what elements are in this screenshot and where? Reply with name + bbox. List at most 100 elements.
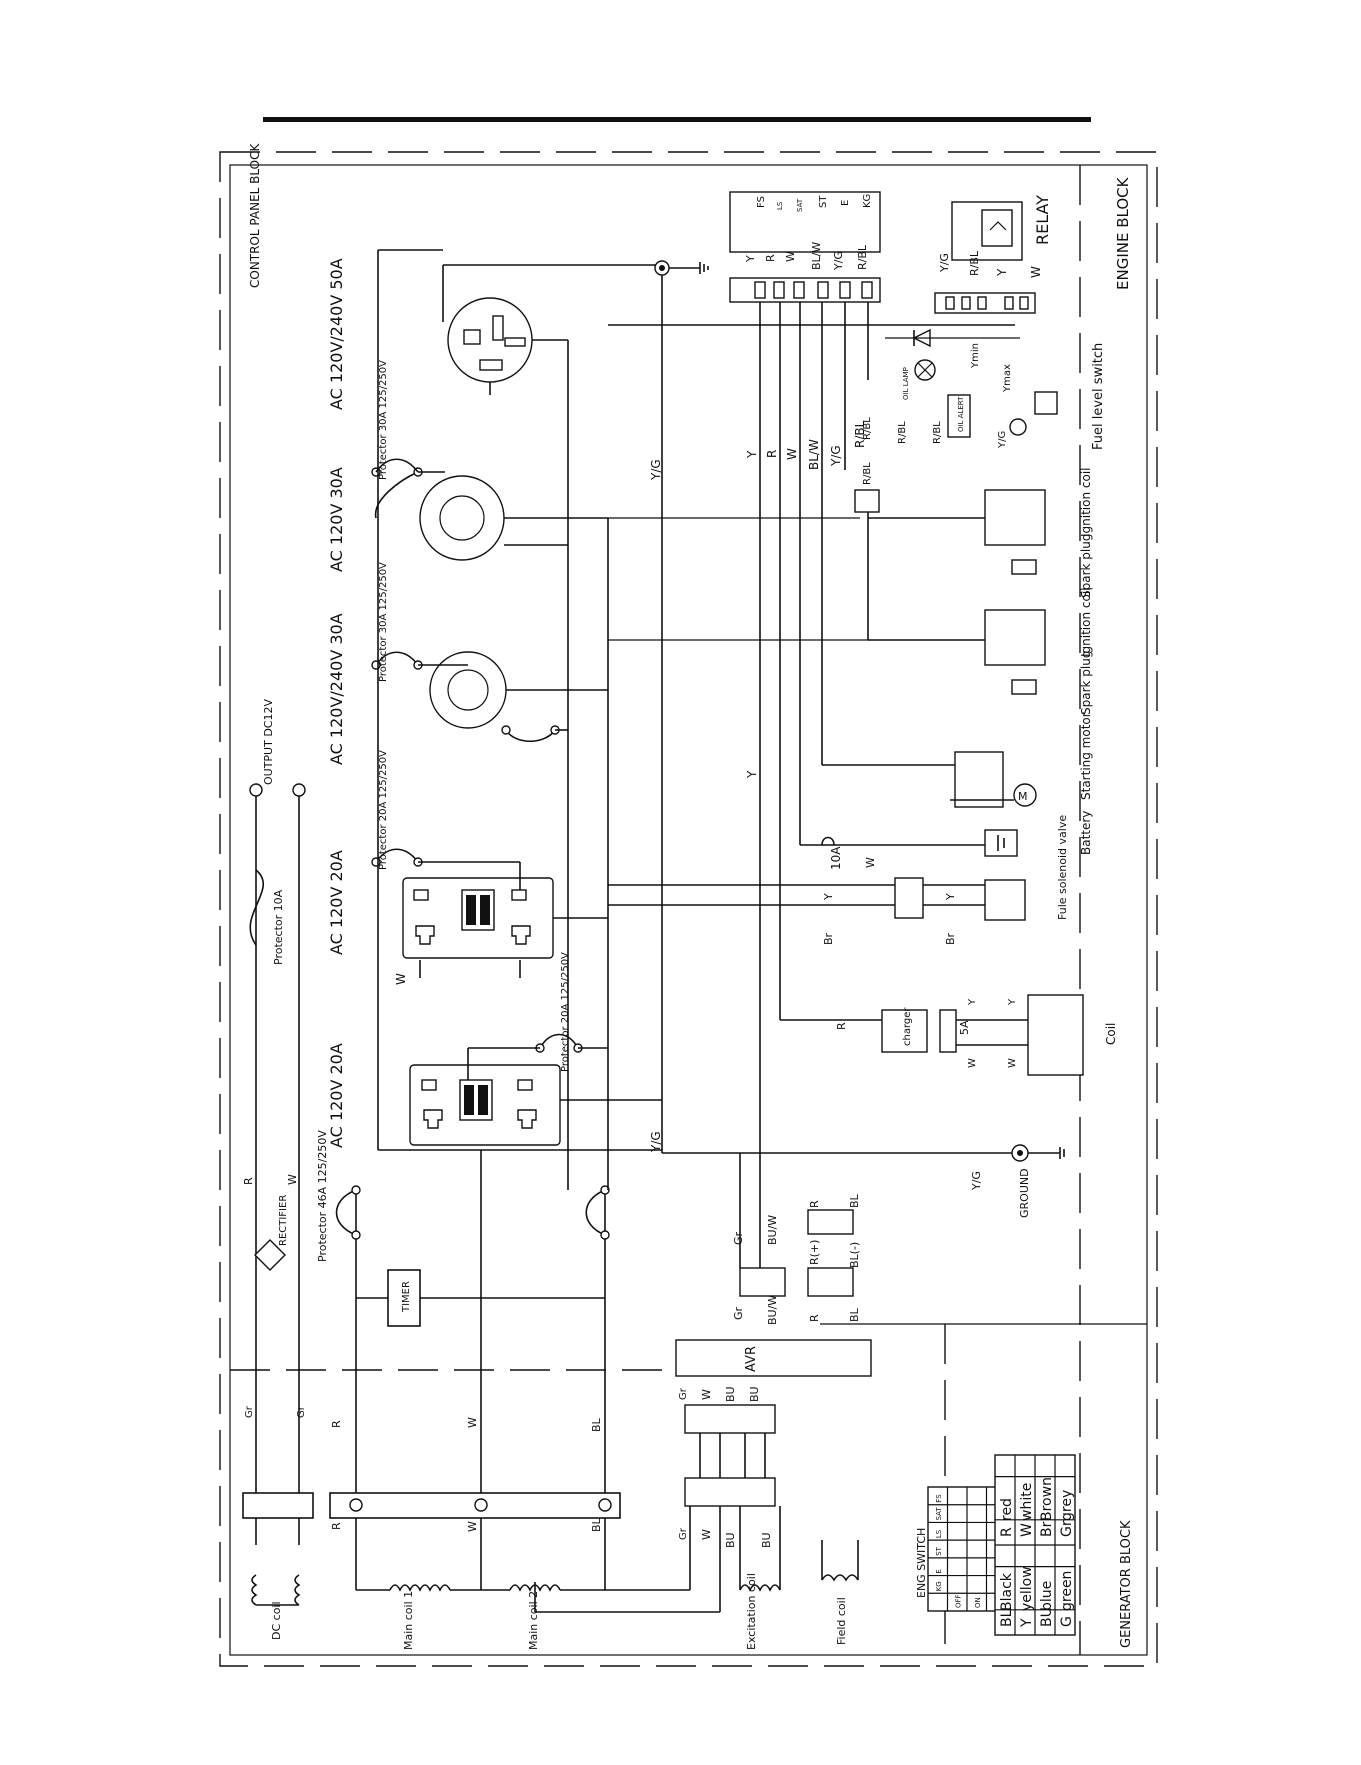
fuse-10a bbox=[821, 836, 835, 846]
avr-connector-1 bbox=[739, 1267, 786, 1297]
excitation-coil bbox=[739, 1584, 781, 1592]
wire-label-w-batt: W bbox=[864, 857, 877, 868]
protector-46a-label: Protector 46A 125/250V bbox=[316, 1130, 329, 1262]
wire-label-bl-gen: BL bbox=[590, 1517, 603, 1532]
wire-label-bu-x4: BU bbox=[760, 1532, 773, 1548]
legend-name-yellow: yellow bbox=[1019, 1566, 1035, 1611]
spark-plug-2 bbox=[1011, 679, 1037, 695]
avr-lower-connector bbox=[684, 1404, 776, 1434]
main-coil-2-label: Main coil 2 bbox=[527, 1591, 540, 1650]
fuel-solenoid-connector bbox=[894, 877, 924, 919]
legend-code-y: Y bbox=[1019, 1618, 1035, 1628]
legend-name-green: green bbox=[1059, 1571, 1075, 1611]
legend-name-grey: grey bbox=[1059, 1490, 1075, 1521]
ignition-coil-2-label: Ignition coil bbox=[1079, 587, 1093, 657]
dc-coil-label: DC coil bbox=[270, 1601, 283, 1640]
wire-label-w-x2: W bbox=[700, 1529, 713, 1540]
field-coil-label: Field coil bbox=[835, 1597, 848, 1645]
wire-label-rbl-oil3: R/BL bbox=[862, 417, 873, 440]
wire-label-blminus: BL(-) bbox=[848, 1242, 861, 1268]
dc-output-terminal-1 bbox=[249, 783, 263, 797]
eng-switch-col-st: ST bbox=[935, 1546, 943, 1555]
control-panel-block-label: CONTROL PANEL BLOCK bbox=[248, 143, 262, 288]
protector-20a-2-label: Protector 20A 125/250V bbox=[560, 952, 571, 1072]
excitation-coil-label: Excitation coil bbox=[745, 1573, 758, 1650]
legend-code-bl: BL bbox=[999, 1609, 1015, 1627]
wire-label-gr-avr: Gr bbox=[732, 1231, 745, 1245]
wire-label-w-main: W bbox=[466, 1417, 479, 1428]
protector-46a-arc-2 bbox=[585, 1189, 606, 1236]
wire-label-yg-lower: Y/G bbox=[649, 1131, 663, 1153]
switch-term-kg: KG bbox=[862, 194, 873, 208]
switch-term-e: E bbox=[840, 200, 851, 206]
wire-label-r-avr: R bbox=[808, 1314, 821, 1322]
outer-frame bbox=[219, 151, 1158, 1667]
oil-lamp-label: OIL LAMP bbox=[902, 367, 910, 400]
eng-switch-col-kg: KG bbox=[935, 1581, 943, 1591]
wire-label-y-sol: Y bbox=[822, 893, 835, 901]
protector-30a-2 bbox=[375, 651, 419, 666]
wire-label-w-relay: W bbox=[1029, 266, 1043, 278]
eng-switch-title: ENG SWITCH bbox=[915, 1528, 928, 1598]
starting-motor bbox=[1013, 783, 1037, 807]
ymax-label: Ymax bbox=[1002, 364, 1013, 393]
switch-connector-pins bbox=[754, 281, 873, 299]
starting-motor-relay bbox=[954, 751, 1004, 808]
wire-label-rbl-relay: R/BL bbox=[968, 250, 981, 276]
starting-motor-label: Starting motor bbox=[1079, 712, 1093, 800]
ignition-coil-2 bbox=[984, 609, 1046, 666]
wire-label-yg-ground: Y/G bbox=[970, 1171, 983, 1191]
legend-name-black: Black bbox=[999, 1572, 1015, 1611]
dc-coil-1 bbox=[251, 1574, 258, 1606]
ignition-coil-1-label: Ignition coil bbox=[1079, 467, 1093, 537]
outlet-30a-120v[interactable] bbox=[419, 475, 505, 561]
excitation-connector bbox=[684, 1477, 776, 1507]
spark-plug-1-label: Spark plug bbox=[1079, 534, 1093, 598]
fuse-5a-label: 5A bbox=[958, 1020, 971, 1035]
switch-connector bbox=[729, 277, 881, 303]
switch-terminal-labels bbox=[729, 191, 881, 253]
charger-box bbox=[881, 1009, 928, 1053]
wire-label-rbl-oil4: R/BL bbox=[862, 462, 873, 485]
oil-alert-ground bbox=[1009, 418, 1027, 436]
wire-label-rbl-run: R/BL bbox=[853, 420, 867, 448]
wire-label-r-sw: R bbox=[764, 254, 777, 262]
wire-label-w-x1: W bbox=[700, 1389, 713, 1400]
wire-label-bu-x1: BU bbox=[724, 1386, 737, 1402]
avr-box bbox=[675, 1339, 872, 1377]
main-coil-1-label: Main coil 1 bbox=[402, 1591, 415, 1650]
outlet-30a-label: AC 120V 30A bbox=[327, 467, 346, 572]
ground-label: GROUND bbox=[1018, 1168, 1031, 1218]
protector-30a-1 bbox=[375, 458, 419, 473]
wire-label-y-sol2: Y bbox=[944, 893, 957, 901]
outlet-30a-240v[interactable] bbox=[429, 651, 507, 729]
wire-label-y-run: Y bbox=[745, 450, 759, 459]
legend-name-blue: blue bbox=[1039, 1581, 1055, 1611]
fuel-solenoid-label: Fule solenoid valve bbox=[1056, 815, 1069, 920]
fuel-level-switch-box bbox=[1034, 391, 1058, 415]
wire-label-gr-x1: Gr bbox=[678, 1387, 689, 1400]
rectifier-symbol bbox=[254, 1239, 286, 1271]
battery bbox=[984, 829, 1018, 857]
protector-30a-2-label: Protector 30A 125/250V bbox=[378, 562, 389, 682]
wire-label-gr-x2: Gr bbox=[678, 1527, 689, 1540]
wire-label-w-run: W bbox=[785, 448, 799, 460]
field-coil bbox=[821, 1574, 859, 1582]
wire-label-w-dc: W bbox=[286, 1174, 299, 1185]
protector-20a-1 bbox=[375, 848, 419, 863]
outlet-30a-240-label: AC 120V/240V 30A bbox=[327, 613, 346, 765]
wire-label-rbl-oil1: R/BL bbox=[897, 421, 908, 444]
coil-box bbox=[1027, 994, 1084, 1076]
eng-switch-col-ls: LS bbox=[935, 1529, 943, 1538]
wire-label-y-mid: Y bbox=[745, 770, 759, 779]
legend-code-w: W bbox=[1019, 1523, 1035, 1537]
ignition-connector bbox=[854, 489, 880, 513]
wire-label-br-sol1: Br bbox=[822, 932, 835, 945]
wire-label-r-chg: R bbox=[835, 1022, 848, 1030]
wire-label-gr-1: Gr bbox=[244, 1405, 255, 1418]
fuse-10a-label: 10A bbox=[829, 846, 843, 870]
eng-switch-col-fs: FS bbox=[935, 1494, 943, 1503]
generator-block-label: GENERATOR BLOCK bbox=[1119, 1520, 1134, 1648]
output-dc-label: OUTPUT DC12V bbox=[262, 699, 275, 785]
